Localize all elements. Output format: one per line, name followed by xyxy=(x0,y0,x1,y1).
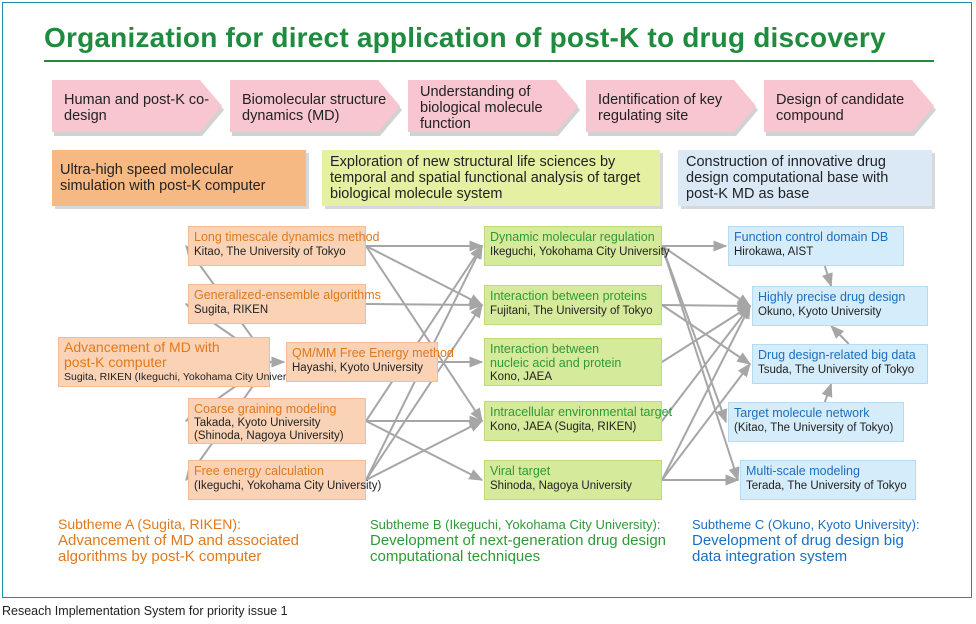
process-step-5: Design of candidate compound xyxy=(764,80,936,136)
node-title: Interaction between nucleic acid and pro… xyxy=(490,342,622,370)
subtheme-c-body: Development of drug design big data inte… xyxy=(692,532,904,565)
node-highly-precise-drug-design: Highly precise drug design Okuno, Kyoto … xyxy=(752,286,928,326)
node-title: Highly precise drug design xyxy=(758,290,906,304)
node-title: Viral target xyxy=(490,464,551,478)
theme-box-a: Ultra-high speed molecular simulation wi… xyxy=(52,150,306,206)
arrow-b4-to-c2 xyxy=(661,304,751,422)
node-title: Dynamic molecular regulation xyxy=(490,230,655,244)
node-title: Coarse graining modeling xyxy=(194,402,337,416)
node-subtitle: Kono, JAEA (Sugita, RIKEN) xyxy=(490,421,637,433)
node-title: QM/MM Free Energy method xyxy=(292,346,454,360)
title-underline xyxy=(44,60,934,62)
process-step-label: Design of candidate compound xyxy=(776,92,905,124)
node-subtitle: Sugita, RIKEN xyxy=(194,304,269,316)
node-subtitle: (Ikeguchi, Yokohama City University) xyxy=(194,480,382,492)
theme-box-b: Exploration of new structural life scien… xyxy=(322,150,660,206)
arrow-b5-to-c2 xyxy=(661,304,751,481)
node-title: Long timescale dynamics method xyxy=(194,230,380,244)
node-interaction-between-proteins: Interaction between proteins Fujitani, T… xyxy=(484,285,662,325)
node-advancement-of-md: Advancement of MD with post-K computer S… xyxy=(58,337,306,387)
node-dynamic-molecular-regulation: Dynamic molecular regulation Ikeguchi, Y… xyxy=(484,226,670,266)
process-step-label: Identification of key regulating site xyxy=(598,92,723,124)
node-subtitle: Tsuda, The University of Tokyo xyxy=(758,364,915,376)
node-subtitle: Hayashi, Kyoto University xyxy=(292,362,424,374)
node-free-energy-calculation: Free energy calculation (Ikeguchi, Yokoh… xyxy=(188,460,382,500)
node-long-timescale-dynamics: Long timescale dynamics method Kitao, Th… xyxy=(188,226,380,266)
node-target-molecule-network: Target molecule network (Kitao, The Univ… xyxy=(728,402,904,442)
node-subtitle: Shinoda, Nagoya University xyxy=(490,480,632,492)
node-subtitle: Fujitani, The University of Tokyo xyxy=(490,305,653,317)
node-title: Free energy calculation xyxy=(194,464,324,478)
node-function-control-domain-db: Function control domain DB Hirokawa, AIS… xyxy=(728,226,904,266)
arrow-b1-to-c2 xyxy=(661,245,752,307)
node-intracellular-environmental-target: Intracellular environmental target Kono,… xyxy=(484,401,673,441)
arrow-b3-to-c2 xyxy=(661,305,752,363)
node-generalized-ensemble: Generalized-ensemble algorithms Sugita, … xyxy=(188,284,381,324)
node-title: Advancement of MD with post-K computer xyxy=(64,339,220,370)
node-subtitle: Takada, Kyoto University (Shinoda, Nagoy… xyxy=(194,417,344,442)
process-step-label: Biomolecular structure dynamics (MD) xyxy=(242,92,387,124)
arrow-b2-to-c2 xyxy=(661,300,752,312)
node-subtitle: Kitao, The University of Tokyo xyxy=(194,246,346,258)
node-title: Multi-scale modeling xyxy=(746,464,860,478)
subtheme-a-body: Advancement of MD and associated algorit… xyxy=(58,532,299,565)
node-drug-design-big-data: Drug design-related big data Tsuda, The … xyxy=(752,344,928,384)
process-step-3: Understanding of biological molecule fun… xyxy=(408,80,580,136)
arrow-b1-to-c4 xyxy=(661,245,727,424)
subtheme-b-body: Development of next-generation drug desi… xyxy=(370,532,667,565)
subtheme-c: Subtheme C (Okuno, Kyoto University): De… xyxy=(692,516,922,565)
subtheme-b: Subtheme B (Ikeguchi, Yokohama City Univ… xyxy=(370,516,670,565)
node-subtitle: Okuno, Kyoto University xyxy=(758,306,882,318)
arrow-a4-to-b1 xyxy=(365,244,483,422)
theme-box-c: Construction of innovative drug design c… xyxy=(678,150,932,206)
node-title: Interaction between proteins xyxy=(490,289,648,303)
arrow-c4-to-c3 xyxy=(821,382,833,403)
arrow-b1-to-c5 xyxy=(661,245,740,482)
arrow-a5-to-b4 xyxy=(365,420,484,481)
process-step-label: Human and post-K co-design xyxy=(64,92,210,124)
arrow-c1-to-c2 xyxy=(822,265,833,288)
process-step-2: Biomolecular structure dynamics (MD) xyxy=(230,80,402,136)
node-title: Drug design-related big data xyxy=(758,348,916,362)
page-title: Organization for direct application of p… xyxy=(44,22,886,53)
node-viral-target: Viral target Shinoda, Nagoya University xyxy=(484,460,662,500)
node-subtitle: Hirokawa, AIST xyxy=(734,246,814,258)
node-title: Target molecule network xyxy=(734,406,870,420)
process-step-label: Understanding of biological molecule fun… xyxy=(420,84,543,132)
arrow-a1-to-b2 xyxy=(365,245,484,306)
node-multi-scale-modeling: Multi-scale modeling Terada, The Univers… xyxy=(740,460,916,500)
node-subtitle: Ikeguchi, Yokohama City University xyxy=(490,246,670,258)
node-subtitle: Terada, The University of Tokyo xyxy=(746,480,907,492)
subtheme-a: Subtheme A (Sugita, RIKEN): Advancement … xyxy=(58,516,348,565)
process-step-1: Human and post-K co-design xyxy=(52,80,224,136)
arrow-a5-to-b2 xyxy=(365,303,483,481)
subtheme-c-heading: Subtheme C (Okuno, Kyoto University): xyxy=(692,517,920,532)
node-title: Function control domain DB xyxy=(734,230,889,244)
node-title: Generalized-ensemble algorithms xyxy=(194,288,381,302)
arrow-c3-to-c2 xyxy=(830,324,850,345)
arrow-a2-to-b2 xyxy=(365,299,484,311)
subtheme-a-heading: Subtheme A (Sugita, RIKEN): xyxy=(58,516,241,532)
node-subtitle: Kono, JAEA xyxy=(490,371,553,383)
figure-frame xyxy=(2,2,972,598)
subtheme-b-heading: Subtheme B (Ikeguchi, Yokohama City Univ… xyxy=(370,517,661,532)
node-subtitle: Sugita, RIKEN (Ikeguchi, Yokohama City U… xyxy=(64,371,306,383)
arrow-b5-to-c3 xyxy=(661,362,751,481)
node-subtitle: (Kitao, The University of Tokyo) xyxy=(734,422,894,434)
node-interaction-nucleic-acid-protein: Interaction between nucleic acid and pro… xyxy=(484,338,662,386)
node-qmmm-free-energy: QM/MM Free Energy method Hayashi, Kyoto … xyxy=(286,342,454,382)
figure-caption: Reseach Implementation System for priori… xyxy=(2,604,288,618)
node-title: Intracellular environmental target xyxy=(490,405,673,419)
node-coarse-graining: Coarse graining modeling Takada, Kyoto U… xyxy=(188,398,366,444)
process-step-4: Identification of key regulating site xyxy=(586,80,758,136)
